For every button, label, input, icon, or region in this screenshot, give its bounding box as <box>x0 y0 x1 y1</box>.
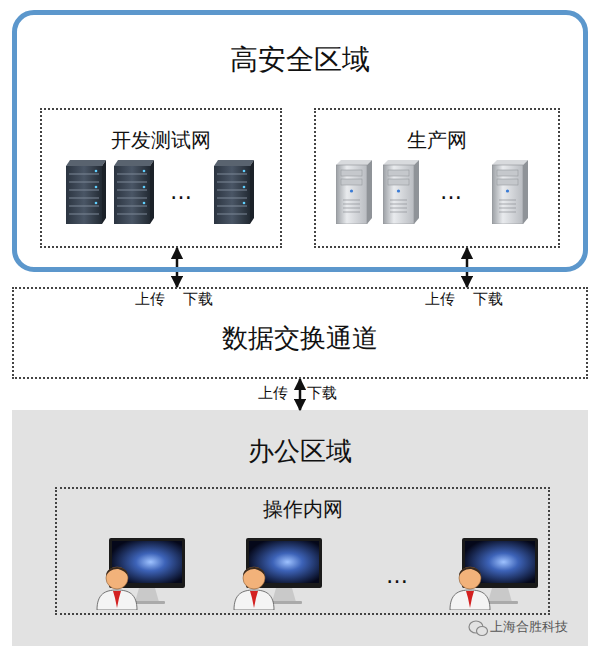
arrow-label: 上传 <box>425 291 455 308</box>
arrow-label: … <box>170 180 192 204</box>
arrow-label: … <box>440 180 462 204</box>
arrow-label: 下载 <box>307 385 337 402</box>
server-icon <box>66 160 106 224</box>
network-box: 生产网 <box>314 108 560 248</box>
server-icon <box>383 160 419 224</box>
network-box: 开发测试网 <box>40 108 282 248</box>
arrow-label: … <box>386 564 408 588</box>
security-zone: 高安全区域开发测试网 生产网 <box>12 10 588 272</box>
double-arrow <box>299 379 302 410</box>
arrow-label: 下载 <box>473 291 503 308</box>
office-zone: 办公区域操作内网 <box>12 410 588 646</box>
server-icon <box>114 160 154 224</box>
arrow-label: 上传 <box>258 385 288 402</box>
node-label: 高安全区域 <box>17 43 583 77</box>
node-label: 开发测试网 <box>42 128 280 152</box>
office-ground <box>12 410 588 646</box>
server-icon <box>492 160 528 224</box>
wechat-icon <box>469 621 488 636</box>
secure-ground <box>12 10 588 272</box>
server-icon <box>336 160 372 224</box>
workstation-icon <box>97 538 185 610</box>
workstation-icon <box>450 538 538 610</box>
node-label: 办公区域 <box>12 436 588 467</box>
node-label: 操作内网 <box>57 497 548 521</box>
workstation-icon <box>234 538 322 610</box>
node-label: 数据交换通道 <box>14 323 586 354</box>
network-box: 操作内网 <box>55 487 550 615</box>
server-icon <box>214 160 254 224</box>
arrow-label: 上传 <box>135 291 165 308</box>
arrow-label: 下载 <box>183 291 213 308</box>
node-label: 生产网 <box>316 128 558 152</box>
watermark: 上海合胜科技 <box>490 620 568 634</box>
